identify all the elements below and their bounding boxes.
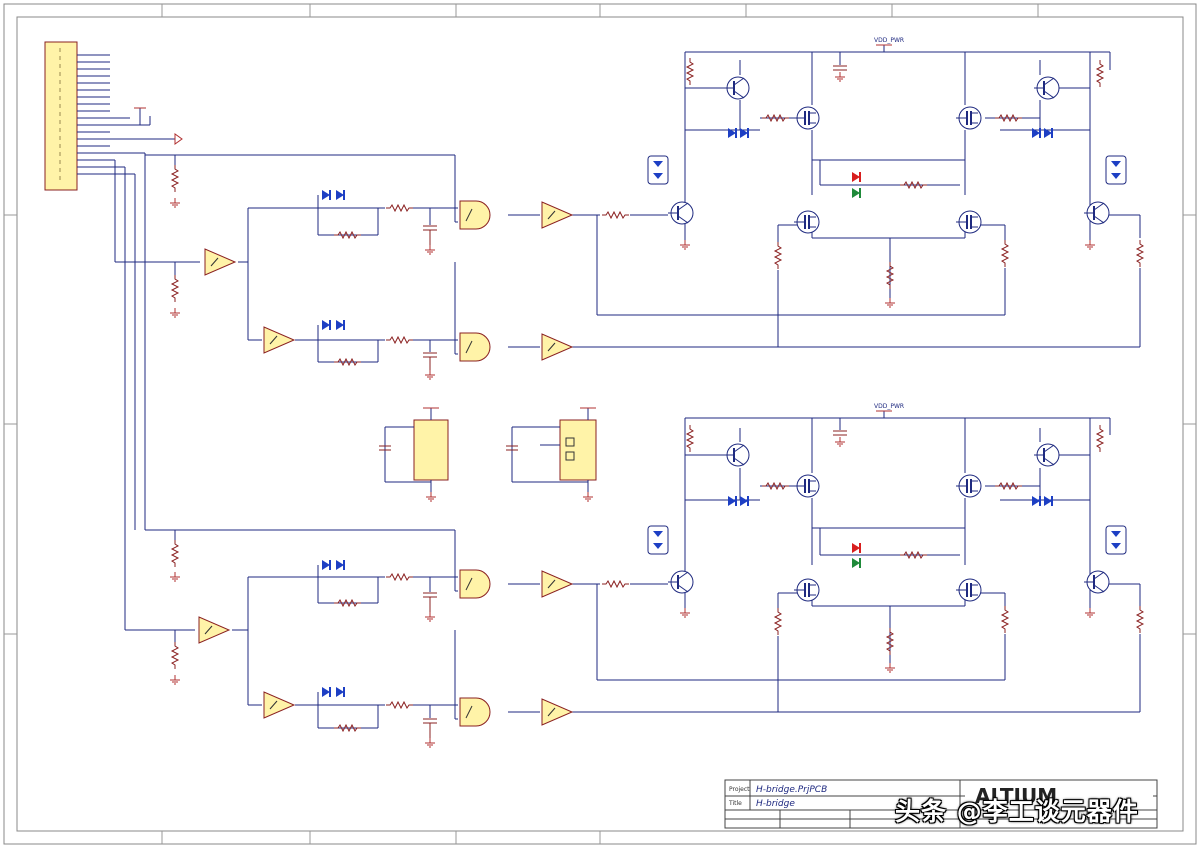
optocoupler-diodes-top-left xyxy=(647,155,669,185)
watermark-text: 头条 @李工谈元器件 xyxy=(895,797,1139,826)
gnd-flag xyxy=(174,133,183,145)
optocoupler-diodes-top-right xyxy=(1105,155,1127,185)
optocoupler-diodes-bottom-right xyxy=(1105,525,1127,555)
hbridge-bottom-wires xyxy=(684,417,1141,712)
project-label: Project xyxy=(729,786,750,793)
regulator-block-right xyxy=(506,407,597,492)
header-connector-icon xyxy=(44,41,78,191)
led-icon xyxy=(852,543,861,568)
power-flag-vdd xyxy=(134,107,151,125)
title-value: H-bridge xyxy=(756,799,795,809)
capacitor-bottom-b xyxy=(423,718,437,738)
capacitor-hb-top xyxy=(833,65,847,71)
capacitor-top-a xyxy=(423,225,437,245)
capacitor-hb-bottom xyxy=(833,430,847,436)
svg-text:VDD_PWR: VDD_PWR xyxy=(874,37,904,44)
capacitor-bottom-a xyxy=(423,592,437,612)
top-channel xyxy=(115,154,1140,363)
altium-logo: ALTIUM xyxy=(975,784,1057,808)
svg-text:VDD_PWR: VDD_PWR xyxy=(874,403,904,410)
and-gate-icon xyxy=(459,697,491,727)
and-gate-icon xyxy=(459,332,491,362)
bottom-channel xyxy=(125,529,1140,729)
regulator-block-left xyxy=(379,407,449,492)
optocoupler-diodes-bottom-left xyxy=(647,525,669,555)
connector-pin-wires xyxy=(77,54,175,630)
vdd-label-bottom: VDD_PWR xyxy=(874,403,904,418)
project-value: H-bridge.PrjPCB xyxy=(756,785,827,795)
title-label: Title xyxy=(728,800,742,807)
sheet-border xyxy=(3,3,1197,845)
and-gate-icon xyxy=(459,569,491,599)
capacitor-top-b xyxy=(423,352,437,370)
and-gate-icon xyxy=(459,200,491,230)
vdd-label-top: VDD_PWR xyxy=(874,37,904,52)
led-icon xyxy=(852,172,861,198)
title-block: Project H-bridge.PrjPCB Title H-bridge A… xyxy=(724,779,1158,829)
